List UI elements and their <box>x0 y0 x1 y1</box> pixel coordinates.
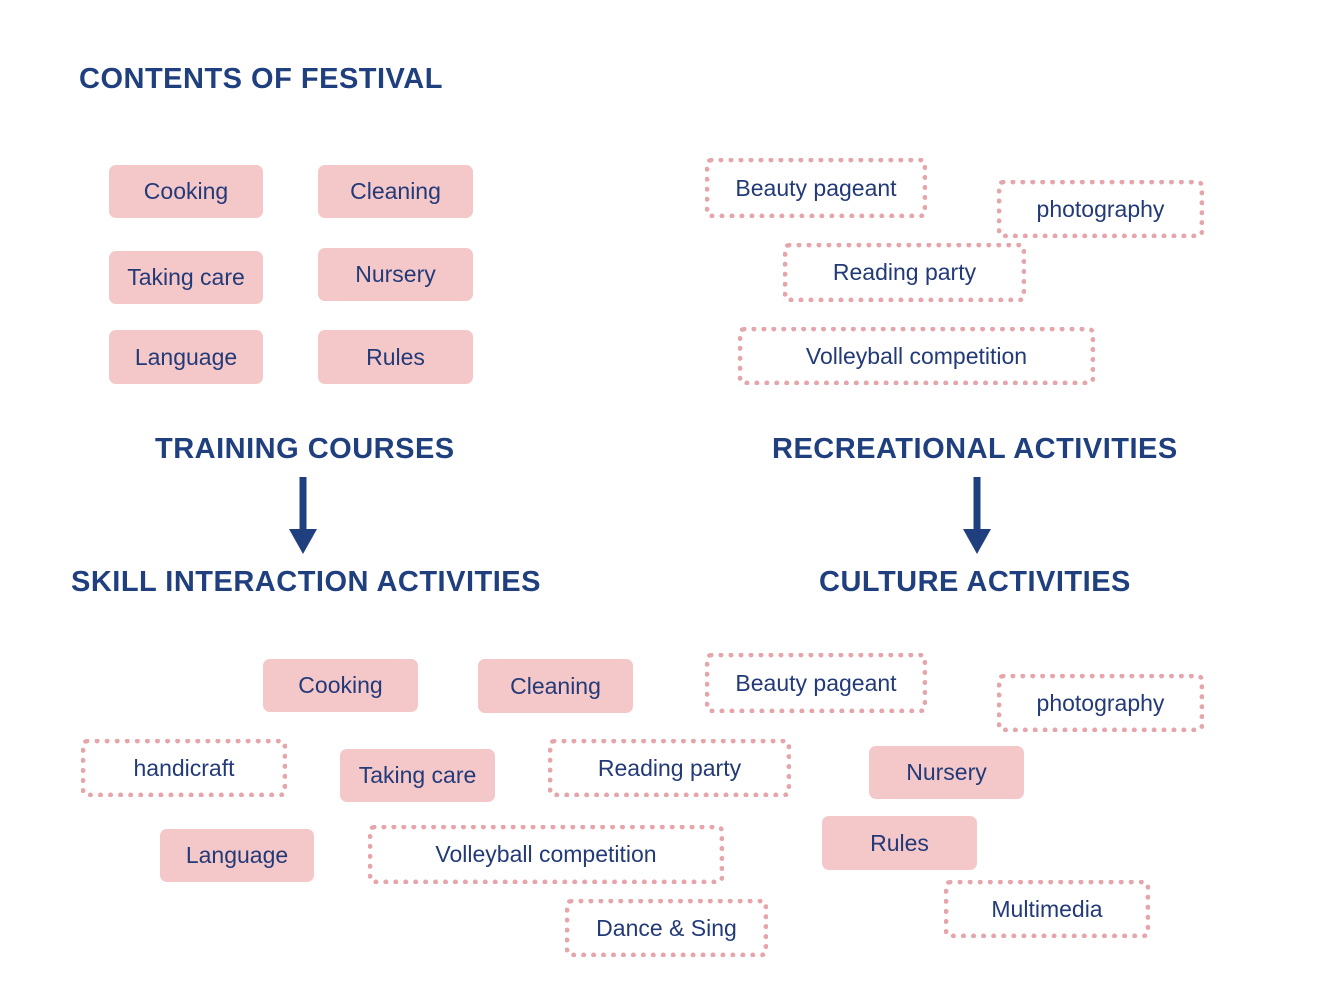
page-title: CONTENTS OF FESTIVAL <box>79 63 443 95</box>
recreational-volleyball-box: Volleyball competition <box>738 327 1095 385</box>
training-taking-care-box: Taking care <box>109 251 263 304</box>
down-arrow-left <box>289 477 317 554</box>
skill-interaction-heading: SKILL INTERACTION ACTIVITIES <box>71 566 541 598</box>
skill-cooking-box: Cooking <box>263 659 418 712</box>
culture-multimedia-box: Multimedia <box>944 880 1150 938</box>
recreational-beauty-pageant-box: Beauty pageant <box>705 158 927 218</box>
training-nursery-box: Nursery <box>318 248 473 301</box>
skill-taking-care-box: Taking care <box>340 749 495 802</box>
culture-nursery-box: Nursery <box>869 746 1024 799</box>
skill-handicraft-box: handicraft <box>81 739 287 797</box>
training-courses-heading: TRAINING COURSES <box>155 433 455 465</box>
culture-photography-box: photography <box>997 674 1204 732</box>
skill-volleyball-box: Volleyball competition <box>368 825 724 884</box>
training-language-box: Language <box>109 330 263 384</box>
culture-beauty-pageant-box: Beauty pageant <box>705 653 927 713</box>
skill-dance-sing-box: Dance & Sing <box>565 899 768 957</box>
culture-activities-heading: CULTURE ACTIVITIES <box>819 566 1131 598</box>
training-cooking-box: Cooking <box>109 165 263 218</box>
recreational-reading-party-box: Reading party <box>783 243 1026 302</box>
skill-reading-party-box: Reading party <box>548 739 791 797</box>
down-arrow-right <box>963 477 991 554</box>
skill-cleaning-box: Cleaning <box>478 659 633 713</box>
culture-rules-box: Rules <box>822 816 977 870</box>
recreational-activities-heading: RECREATIONAL ACTIVITIES <box>772 433 1178 465</box>
recreational-photography-box: photography <box>997 180 1204 238</box>
skill-language-box: Language <box>160 829 314 882</box>
training-rules-box: Rules <box>318 330 473 384</box>
training-cleaning-box: Cleaning <box>318 165 473 218</box>
